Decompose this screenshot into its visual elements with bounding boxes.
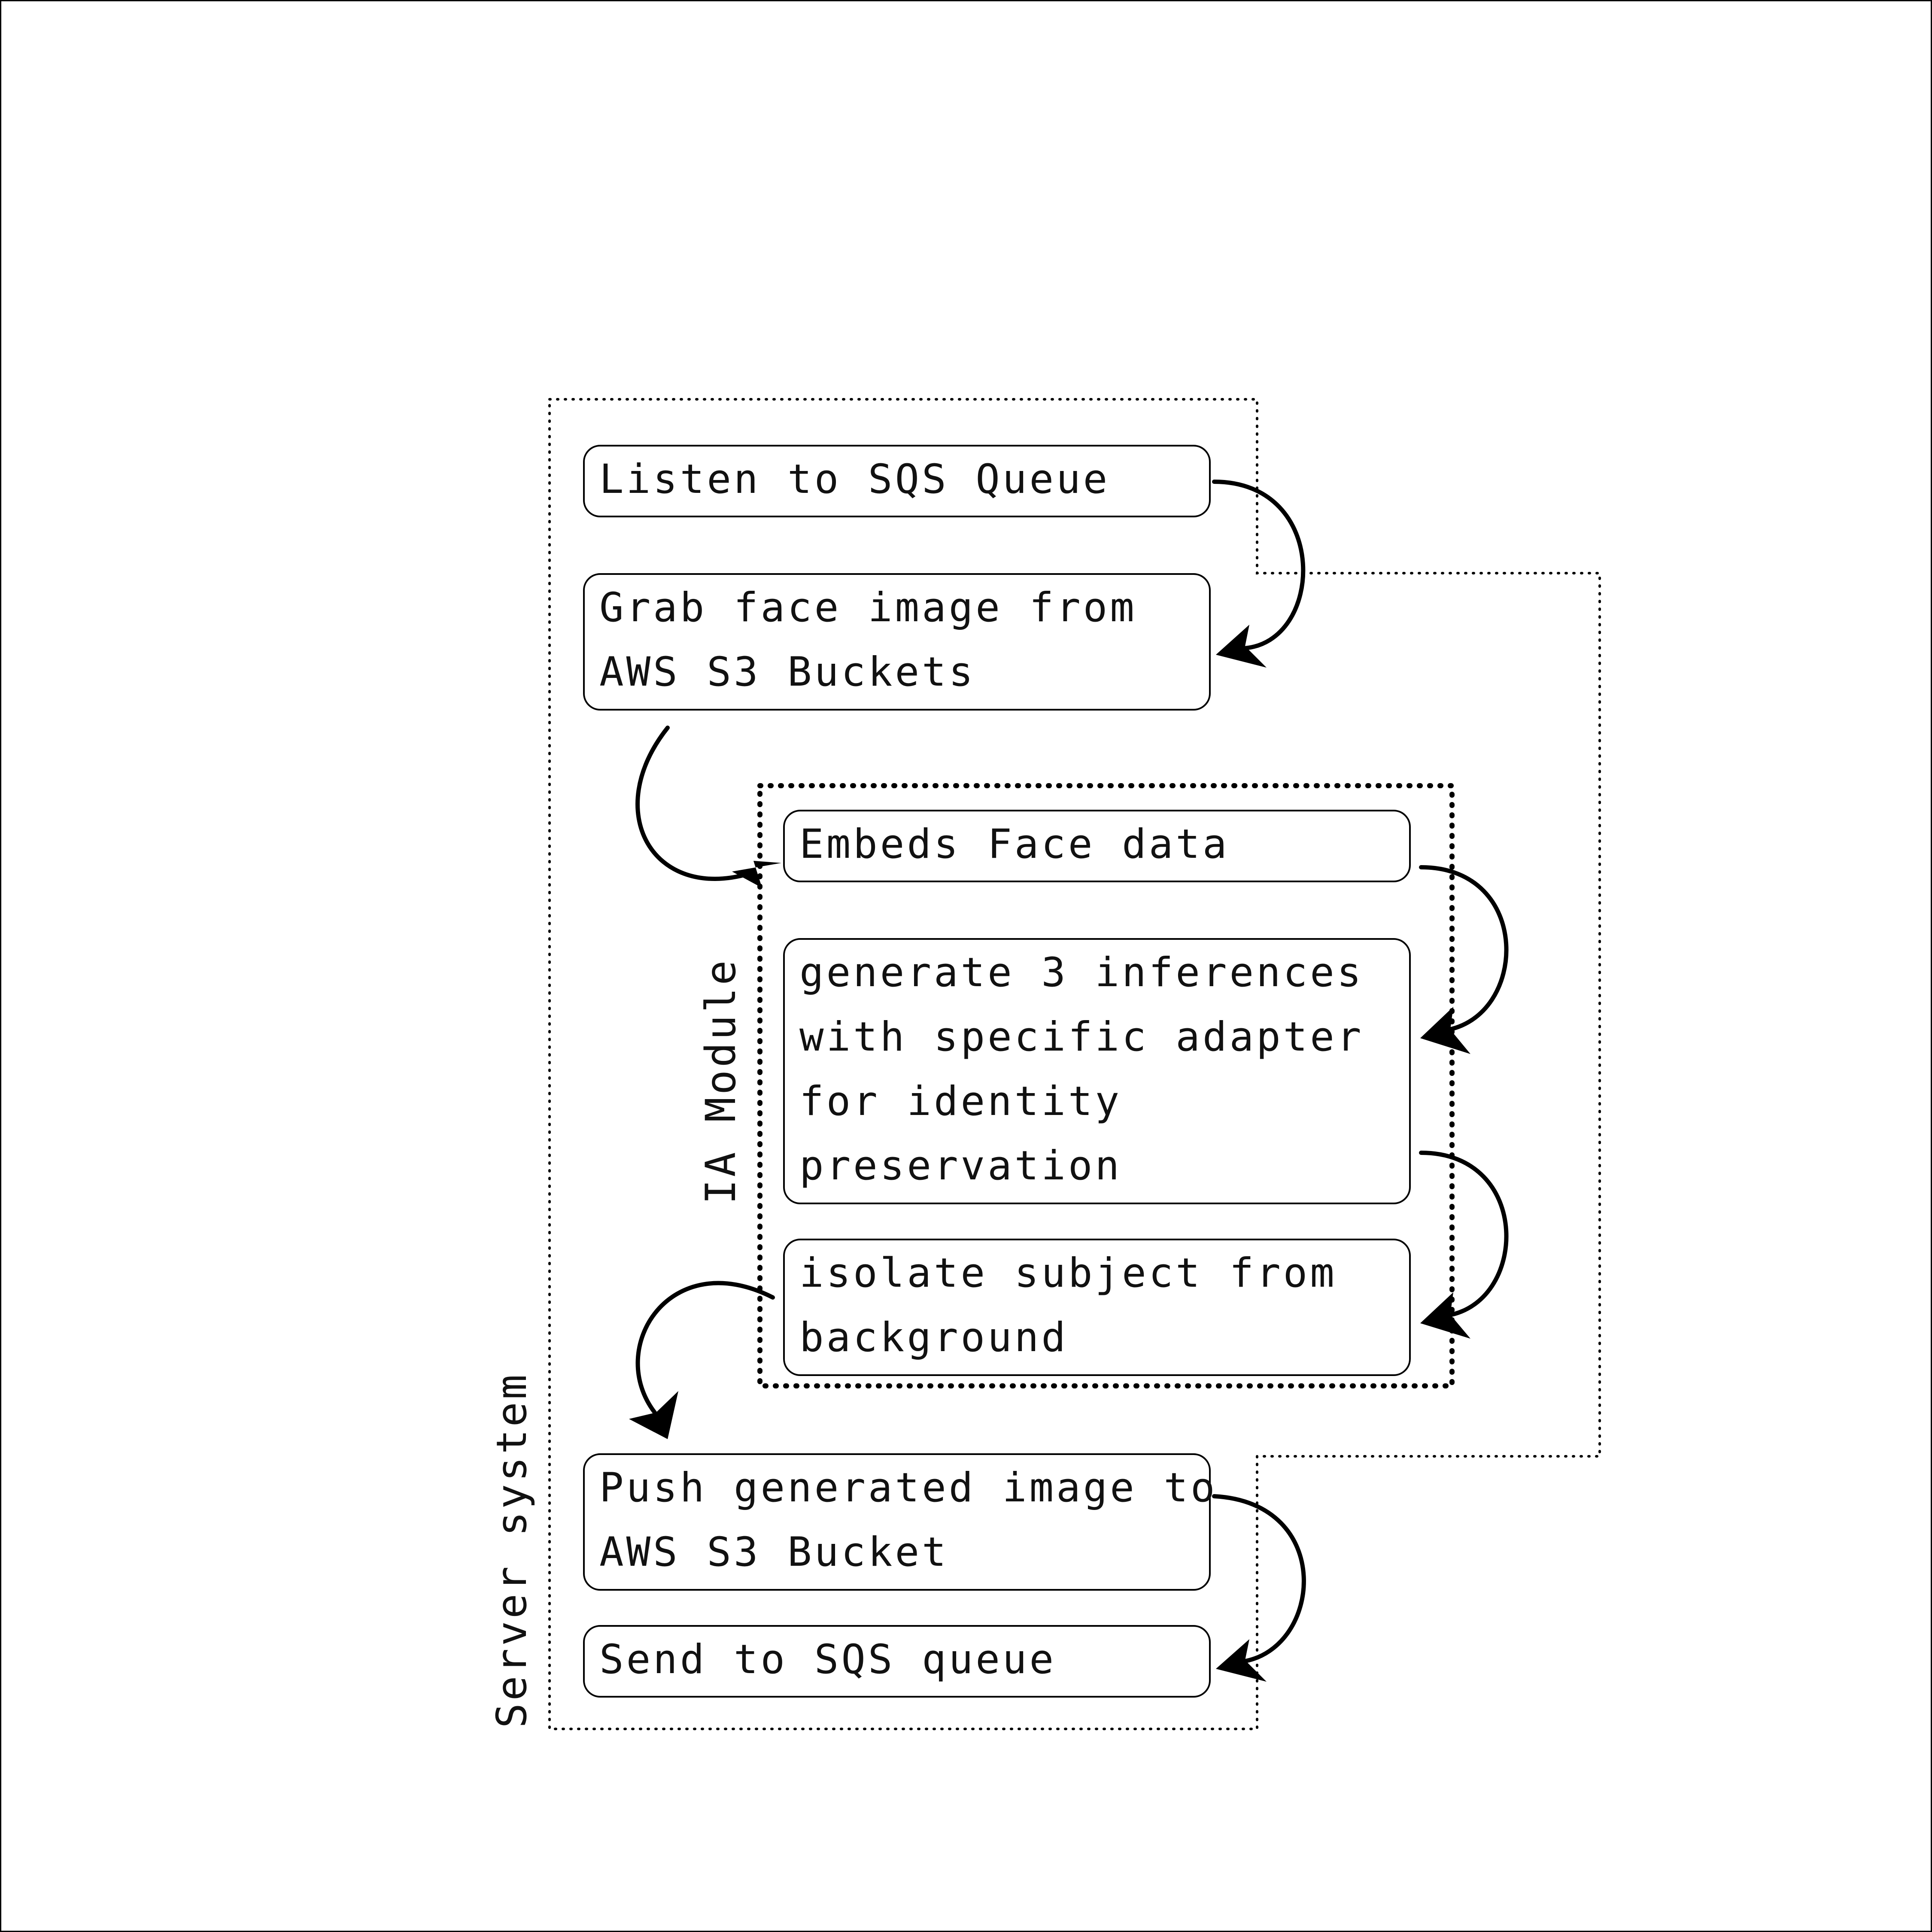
step-listen-line-1: Listen to SQS Queue xyxy=(599,456,1110,503)
step-isolate-line-1: isolate subject from xyxy=(799,1250,1337,1297)
server-system-label: Server system xyxy=(488,1372,536,1728)
step-grab: Grab face image from AWS S3 Buckets xyxy=(583,573,1211,711)
step-send: Send to SQS queue xyxy=(583,1625,1211,1698)
step-push: Push generated image to AWS S3 Bucket xyxy=(583,1453,1218,1591)
step-generate-line-2: with specific adapter xyxy=(799,1014,1364,1060)
arrow-listen-to-grab xyxy=(1212,480,1306,668)
arrow-generate-to-isolate xyxy=(1419,1151,1509,1339)
ia-module-label: IA Module xyxy=(697,958,745,1204)
step-grab-box xyxy=(583,573,1211,711)
step-isolate-box xyxy=(783,1239,1411,1376)
step-generate: generate 3 inferences with specific adap… xyxy=(783,938,1411,1204)
step-send-line-1: Send to SQS queue xyxy=(599,1636,1056,1683)
arrow-push-to-send xyxy=(1212,1494,1306,1682)
ia-module-boundary xyxy=(757,783,1455,1388)
step-push-line-1: Push generated image to xyxy=(599,1464,1218,1511)
step-embed-box xyxy=(783,810,1411,882)
step-listen-box xyxy=(583,445,1211,517)
step-push-box xyxy=(583,1453,1211,1591)
step-generate-box xyxy=(783,938,1411,1204)
step-generate-line-3: for identity xyxy=(799,1078,1122,1125)
step-generate-line-1: generate 3 inferences xyxy=(799,949,1364,996)
arrow-isolate-to-push xyxy=(629,1281,775,1439)
server-system-boundary xyxy=(548,398,1601,1730)
step-embed-line-1: Embeds Face data xyxy=(799,821,1229,868)
step-grab-line-2: AWS S3 Buckets xyxy=(599,649,975,696)
step-send-box xyxy=(583,1625,1211,1698)
step-isolate: isolate subject from background xyxy=(783,1239,1411,1376)
arrow-embed-to-generate xyxy=(1419,865,1509,1054)
step-grab-line-1: Grab face image from xyxy=(599,584,1137,631)
arrow-grab-to-embed xyxy=(635,726,781,888)
step-embed: Embeds Face data xyxy=(783,810,1411,882)
step-generate-line-4: preservation xyxy=(799,1142,1122,1189)
step-listen: Listen to SQS Queue xyxy=(583,445,1211,517)
step-push-line-2: AWS S3 Bucket xyxy=(599,1529,949,1576)
step-isolate-line-2: background xyxy=(799,1314,1068,1361)
